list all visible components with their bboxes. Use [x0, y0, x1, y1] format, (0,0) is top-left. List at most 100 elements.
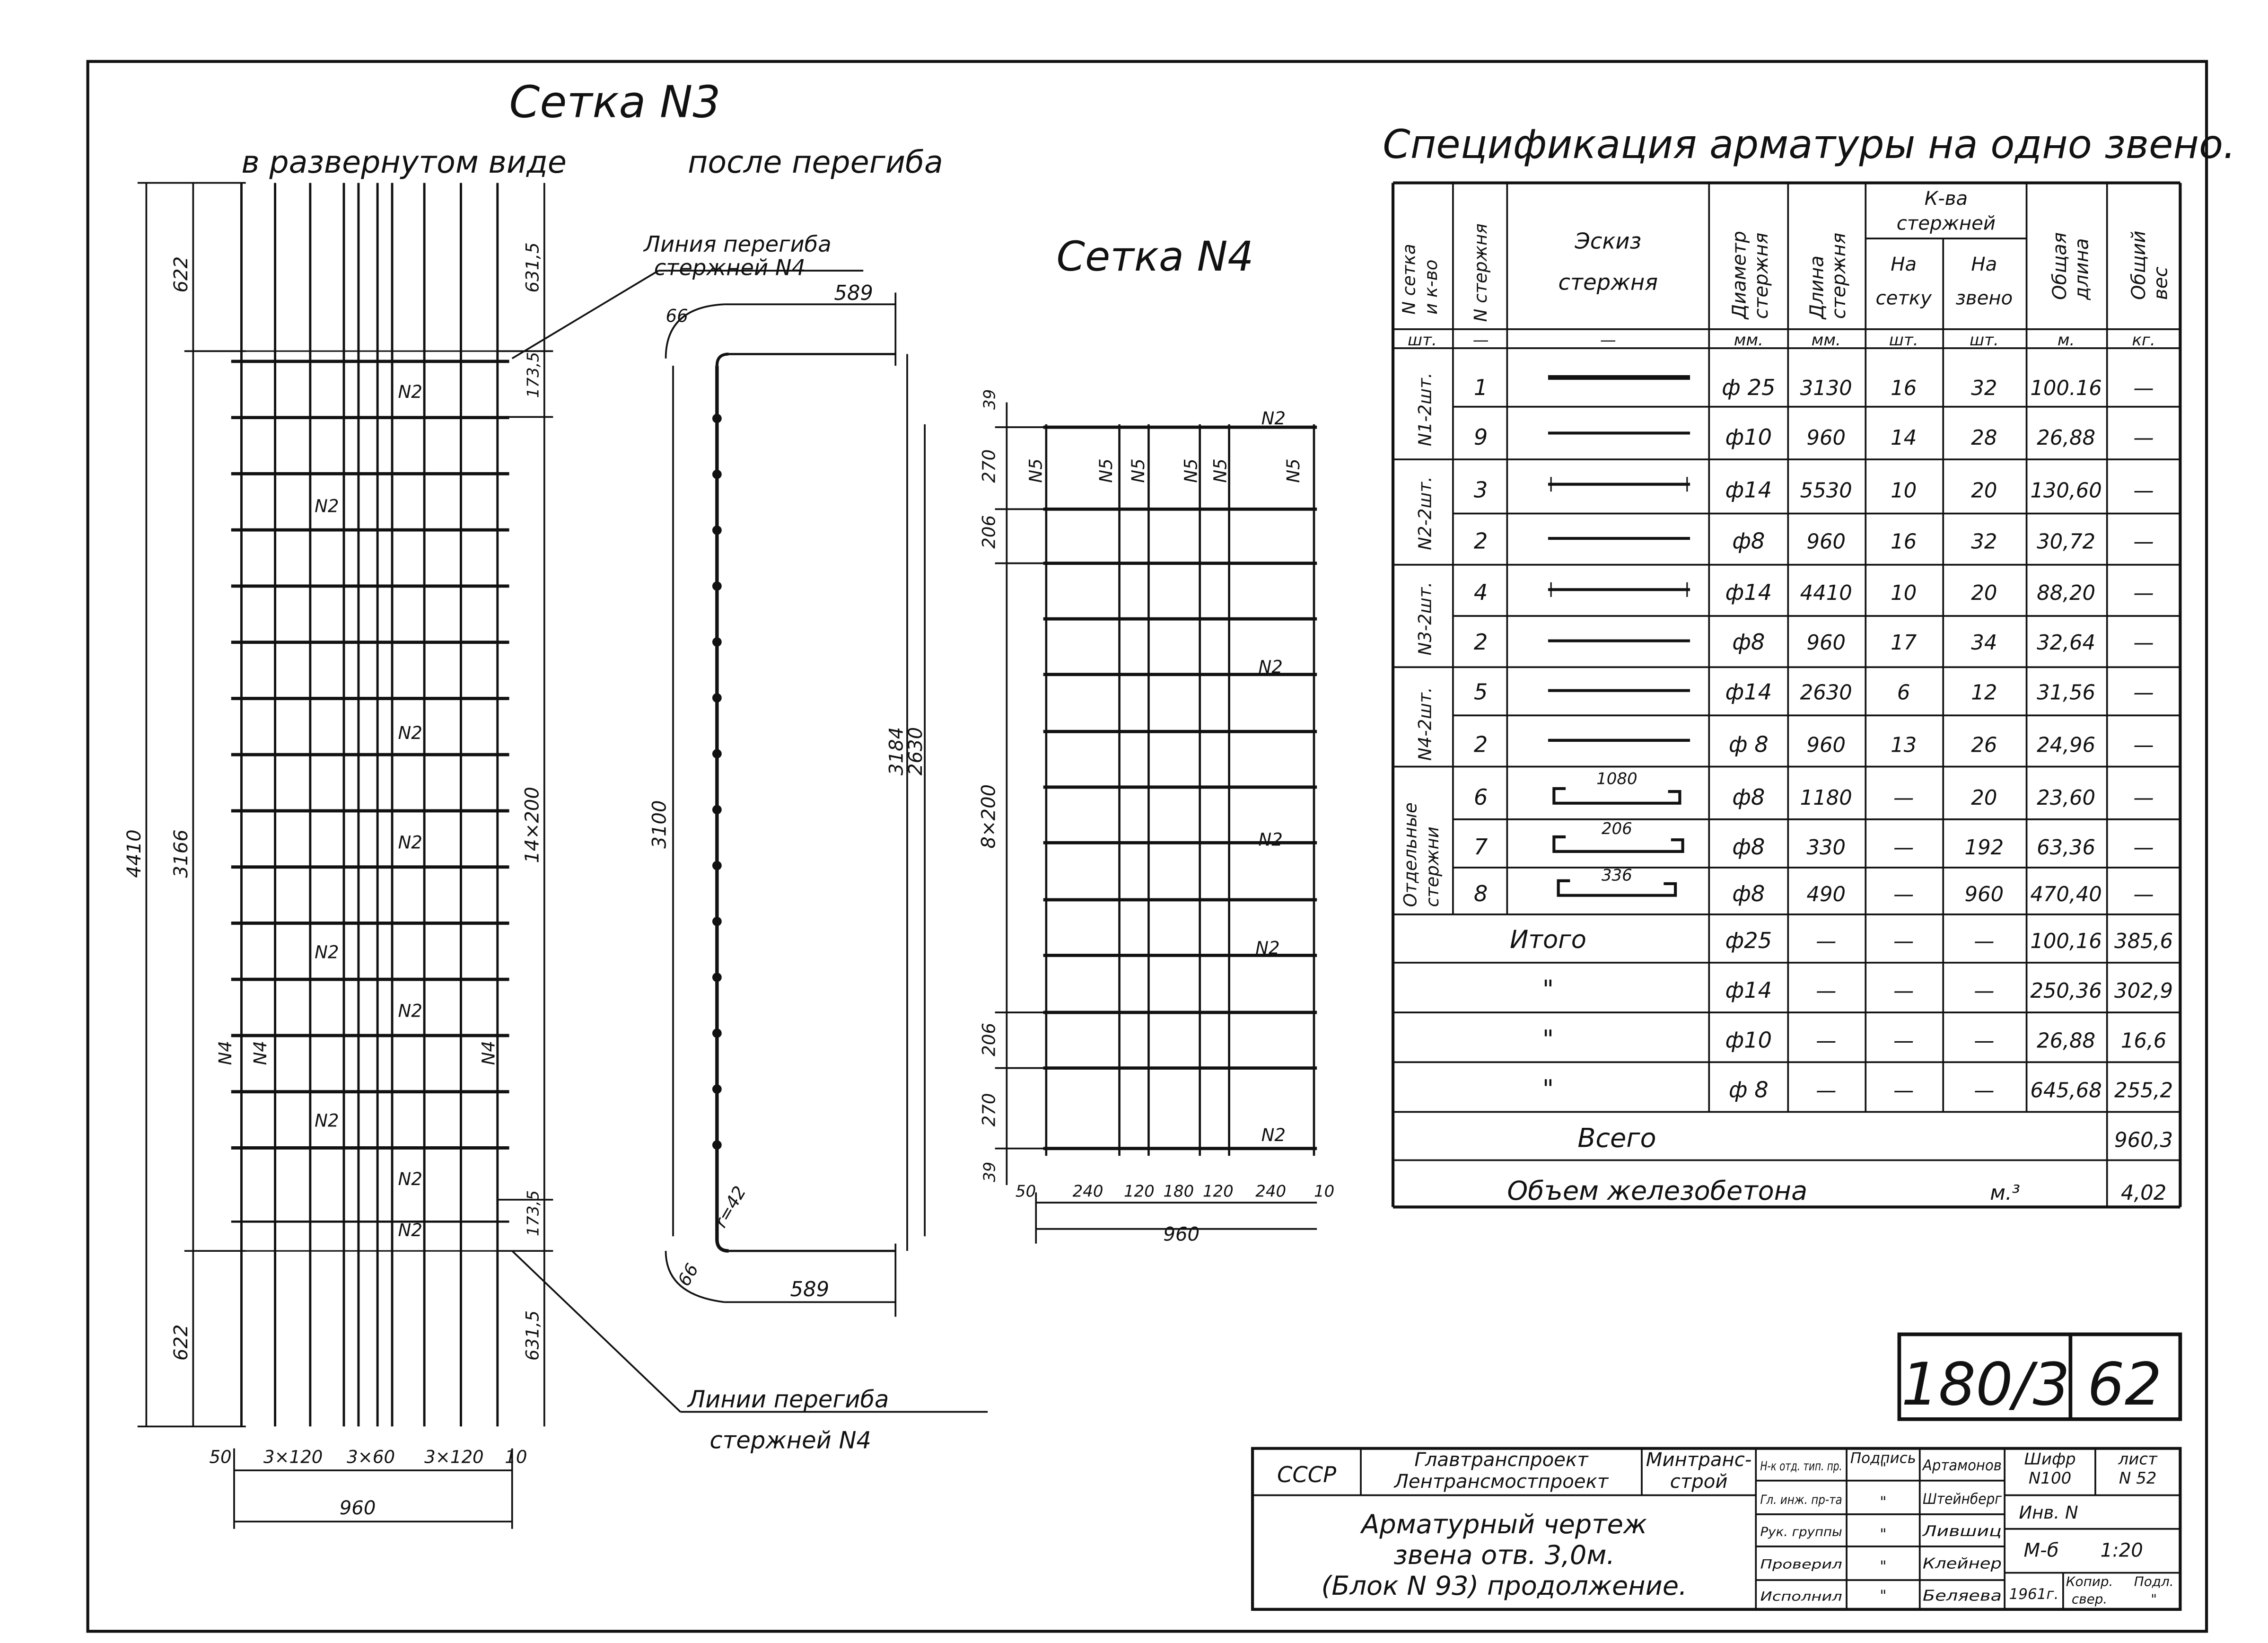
spec-dash: —: [1816, 930, 1836, 953]
spec-per-mesh: 10: [1891, 581, 1917, 605]
spec-rod-number: 8: [1474, 881, 1488, 906]
rod-mark-n5: N5: [1181, 458, 1201, 483]
tb-cipher: N100: [2029, 1469, 2071, 1488]
dim-label: 240: [1255, 1182, 1286, 1201]
tb-role: Исполнил: [1760, 1590, 1842, 1604]
spec-sketch-dim: 1080: [1596, 770, 1638, 789]
spec-header: сетку: [1876, 287, 1933, 309]
spec-diameter: ф8: [1732, 881, 1765, 906]
dim-label: 3×60: [347, 1447, 395, 1467]
setka3-rod-section: [712, 805, 722, 815]
spec-diameter: ф14: [1725, 477, 1772, 502]
dim-label: 3184: [886, 727, 908, 775]
spec-group-label: N3-2шт.: [1415, 582, 1435, 656]
spec-dash: —: [1893, 930, 1914, 953]
spec-weight: —: [2133, 631, 2154, 655]
setka3-dim-lines: [137, 182, 988, 1529]
rod-mark-n2: N2: [1258, 657, 1282, 677]
tb-sign-mark: ": [1880, 1558, 1886, 1575]
spec-diameter: ф25: [1725, 928, 1772, 953]
spec-dash: —: [1816, 1029, 1836, 1053]
tb-role: Проверил: [1760, 1557, 1842, 1572]
spec-per-mesh: —: [1893, 836, 1914, 860]
setka3-rod-section: [712, 861, 722, 870]
setka3-rod-section: [712, 637, 722, 647]
spec-total-length: 645,68: [2030, 1079, 2102, 1102]
setka3-rod-section: [712, 413, 722, 423]
spec-unit: кг.: [2132, 331, 2155, 350]
spec-per-mesh: 14: [1891, 426, 1917, 450]
dim-label: 173,5: [524, 1190, 543, 1236]
rod-mark-n4: N4: [215, 1041, 236, 1065]
title-block-lines: [1251, 1447, 2182, 1611]
hooked-rod-sketch: [1552, 835, 1684, 853]
rod-mark-n2: N2: [398, 382, 422, 402]
spec-group-label: N4-2шт.: [1415, 687, 1435, 761]
spec-header: и к-во: [1421, 260, 1441, 315]
dim-label: 631,5: [522, 1310, 543, 1361]
spec-dash: —: [1816, 1079, 1836, 1102]
setka3-rod-section: [712, 693, 722, 703]
spec-per-link: 26: [1971, 734, 1997, 757]
spec-dash: —: [1974, 1029, 1994, 1053]
rod-mark-n2: N2: [1261, 408, 1286, 429]
setka3-bent-profile: [665, 292, 926, 1317]
spec-unit: шт.: [1970, 331, 1999, 350]
spec-per-link: 12: [1971, 681, 1997, 704]
dim-label: 270: [979, 449, 999, 483]
spec-weight: —: [2133, 530, 2154, 554]
spec-grand-label: Всего: [1577, 1123, 1656, 1154]
setka3-subtitle-bent: после перегиба: [688, 145, 943, 180]
spec-unit: мм.: [1812, 331, 1841, 350]
dim-label: 39: [981, 389, 999, 410]
spec-length: 2630: [1800, 681, 1852, 704]
spec-rod-number: 3: [1474, 477, 1488, 502]
spec-total-label: ": [1542, 1074, 1554, 1103]
spec-title: Спецификация арматуры на одно звено.: [1383, 121, 2235, 167]
spec-grand-weight: 960,3: [2114, 1129, 2173, 1152]
spec-total-length: 24,96: [2037, 734, 2095, 757]
spec-rod-number: 4: [1474, 580, 1488, 605]
setka3-rod-section: [712, 581, 722, 591]
spec-diameter: ф 8: [1729, 732, 1769, 757]
spec-unit: мм.: [1734, 331, 1763, 350]
spec-weight: —: [2133, 836, 2154, 860]
dim-label: 240: [1073, 1182, 1103, 1201]
bend-line-label: Линия перегиба: [643, 231, 832, 257]
rod-mark-n5: N5: [1096, 458, 1116, 483]
spec-header: Эскиз: [1574, 228, 1641, 254]
spec-unit: —: [1600, 331, 1616, 350]
stamp-number-box: [1897, 1332, 2182, 1421]
dim-label: 120: [1124, 1182, 1155, 1201]
spec-total-label: ": [1542, 1025, 1554, 1054]
setka3-rod-section: [712, 525, 722, 535]
spec-total-length: 26,88: [2037, 426, 2095, 450]
tb-podl-label: Подл.: [2134, 1573, 2174, 1589]
dim-label: 173,5: [524, 352, 543, 398]
dim-label: 3166: [170, 829, 192, 878]
tb-title: Арматурный чертеж: [1360, 1509, 1647, 1540]
spec-volume-value: 4,02: [2121, 1181, 2166, 1205]
dim-label: 622: [170, 256, 192, 293]
spec-weight: —: [2133, 681, 2154, 704]
spec-dash: —: [1974, 979, 1994, 1003]
spec-diameter: ф8: [1732, 834, 1765, 860]
spec-per-mesh: —: [1893, 883, 1914, 906]
tb-org: Главтранспроект: [1414, 1449, 1589, 1471]
spec-rod-number: 2: [1474, 732, 1488, 757]
tb-sign-mark: ": [1880, 1494, 1886, 1511]
tb-scale-m: М-б: [2023, 1540, 2058, 1562]
spec-header: Общий: [2128, 230, 2150, 300]
setka3-rod-section: [712, 1140, 722, 1150]
rod-mark-n2: N2: [1261, 1125, 1286, 1145]
spec-header: На: [1891, 254, 1917, 275]
spec-rod-number: 2: [1474, 629, 1488, 655]
spec-dash: —: [1816, 979, 1836, 1003]
spec-rod-number: 6: [1474, 784, 1488, 810]
spec-sketch-dim: 336: [1602, 866, 1632, 885]
bend-lines-label: Линии перегиба: [687, 1386, 889, 1413]
dim-label: 50: [209, 1447, 231, 1467]
tb-sign-mark: ": [1880, 1526, 1886, 1543]
tb-sheet: N 52: [2119, 1469, 2157, 1488]
